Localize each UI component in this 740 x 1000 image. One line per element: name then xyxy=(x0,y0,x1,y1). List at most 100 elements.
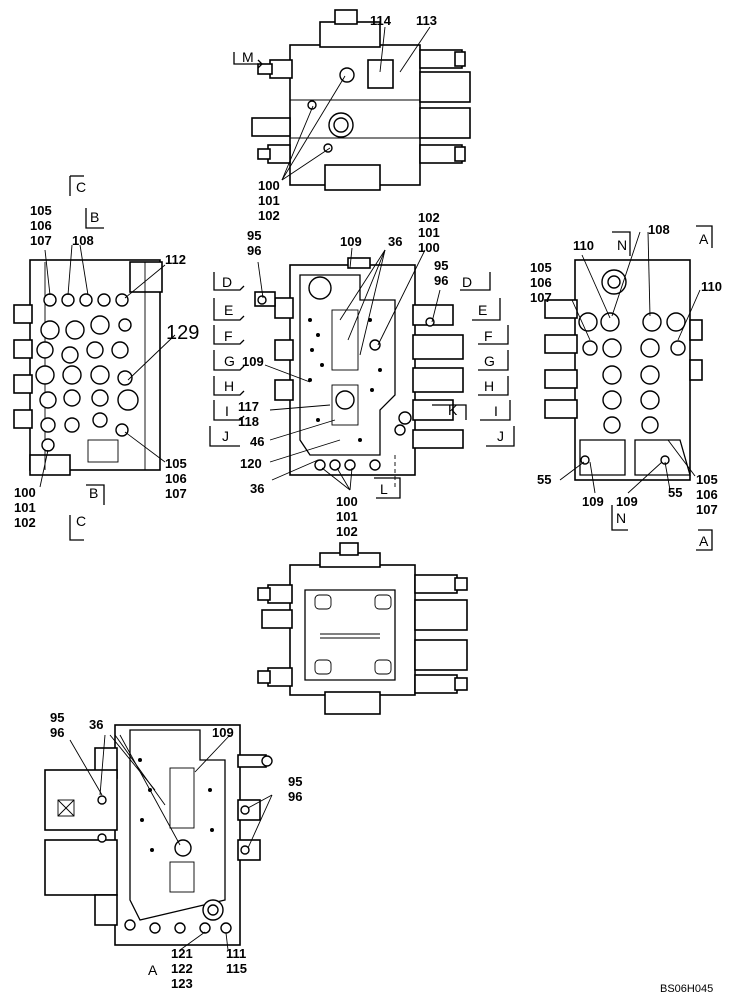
bottom-view-leaders xyxy=(69,734,273,951)
svg-text:I: I xyxy=(494,403,498,419)
callout-95: 95 xyxy=(247,228,261,243)
svg-text:M: M xyxy=(242,49,254,65)
svg-text:B: B xyxy=(89,485,98,501)
svg-text:K: K xyxy=(448,402,458,418)
section-marks-left: D E F G H I J xyxy=(209,272,245,447)
svg-text:L: L xyxy=(380,481,388,497)
callout-100d: 100 xyxy=(336,494,358,509)
callout-107r2: 107 xyxy=(696,502,718,517)
callout-106b: 106 xyxy=(165,471,187,486)
callout-102b: 102 xyxy=(14,515,36,530)
callout-55r: 55 xyxy=(668,485,682,500)
middle-view-valve xyxy=(257,542,468,715)
callout-117: 117 xyxy=(238,399,259,414)
callout-106r: 106 xyxy=(530,275,552,290)
callout-96c: 96 xyxy=(434,273,448,288)
svg-text:A: A xyxy=(699,231,709,247)
callout-110r: 110 xyxy=(701,279,722,294)
svg-text:N: N xyxy=(617,237,627,253)
section-mark-b-bottom: B xyxy=(86,484,105,505)
callout-109r2: 109 xyxy=(616,494,638,509)
callout-102d: 102 xyxy=(336,524,358,539)
svg-text:H: H xyxy=(484,378,494,394)
svg-text:D: D xyxy=(222,274,232,290)
svg-text:D: D xyxy=(462,274,472,290)
section-mark-b-top: B xyxy=(85,208,104,229)
svg-text:I: I xyxy=(225,403,229,419)
left-view-valve xyxy=(13,259,163,476)
left-view-leaders xyxy=(39,244,176,488)
callout-36c: 36 xyxy=(250,481,264,496)
view-label-a: A xyxy=(148,962,158,978)
section-mark-k: K xyxy=(432,402,467,420)
callout-113: 113 xyxy=(416,13,437,28)
callout-107: 107 xyxy=(30,233,52,248)
callout-106r2: 106 xyxy=(696,487,718,502)
callout-109c: 109 xyxy=(242,354,264,369)
svg-text:N: N xyxy=(616,510,626,526)
callout-102: 102 xyxy=(258,208,280,223)
callout-109: 109 xyxy=(340,234,362,249)
center-view-valve xyxy=(254,257,464,490)
section-mark-n-bottom: N xyxy=(611,505,628,531)
svg-text:G: G xyxy=(484,353,495,369)
callout-107r: 107 xyxy=(530,290,552,305)
callout-110: 110 xyxy=(573,238,594,253)
callout-114: 114 xyxy=(370,13,392,28)
svg-text:E: E xyxy=(478,302,487,318)
callout-106: 106 xyxy=(30,218,52,233)
svg-text:F: F xyxy=(484,328,493,344)
callout-122: 122 xyxy=(171,961,193,976)
svg-text:G: G xyxy=(224,353,235,369)
top-view-leaders xyxy=(281,26,431,181)
callout-96b: 96 xyxy=(50,725,64,740)
callout-101b: 101 xyxy=(14,500,36,515)
svg-text:C: C xyxy=(76,179,86,195)
callout-121: 121 xyxy=(171,946,193,961)
callout-107b: 107 xyxy=(165,486,187,501)
callout-115: 115 xyxy=(226,961,247,976)
callout-105r2: 105 xyxy=(696,472,718,487)
callout-95b: 95 xyxy=(50,710,64,725)
callout-123: 123 xyxy=(171,976,193,991)
callout-108r: 108 xyxy=(648,222,670,237)
section-marks-right: D E F G H I J xyxy=(460,272,515,447)
callout-100c: 100 xyxy=(418,240,440,255)
callout-95d: 95 xyxy=(288,774,302,789)
right-view-valve xyxy=(544,259,703,481)
svg-text:F: F xyxy=(224,328,233,344)
callout-109b: 109 xyxy=(212,725,234,740)
callout-96d: 96 xyxy=(288,789,302,804)
section-mark-m: M xyxy=(233,49,263,69)
callout-36b: 36 xyxy=(89,717,103,732)
callout-108: 108 xyxy=(72,233,94,248)
bottom-view-valve xyxy=(44,724,273,946)
top-view-valve xyxy=(251,9,471,191)
svg-text:J: J xyxy=(222,428,229,444)
callout-105: 105 xyxy=(30,203,52,218)
drawing-code: BS06H045 xyxy=(660,983,713,995)
section-mark-n-top: N xyxy=(612,231,631,256)
svg-text:H: H xyxy=(224,378,234,394)
callout-101c: 101 xyxy=(418,225,440,240)
callout-105r: 105 xyxy=(530,260,552,275)
svg-text:C: C xyxy=(76,513,86,529)
center-view-leaders xyxy=(257,247,441,491)
callout-55: 55 xyxy=(537,472,551,487)
section-mark-l: L xyxy=(374,477,401,499)
callout-36: 36 xyxy=(388,234,402,249)
callout-120: 120 xyxy=(240,456,262,471)
section-mark-a-bottom: A xyxy=(696,529,713,551)
right-view-leaders xyxy=(559,231,701,494)
svg-text:E: E xyxy=(224,302,233,318)
callout-129: 129 xyxy=(166,322,199,344)
callout-111: 111 xyxy=(226,946,246,961)
callout-95c: 95 xyxy=(434,258,448,273)
callout-101d: 101 xyxy=(336,509,358,524)
callout-109r: 109 xyxy=(582,494,604,509)
callout-112: 112 xyxy=(165,252,186,267)
svg-text:B: B xyxy=(90,209,99,225)
callout-102c: 102 xyxy=(418,210,440,225)
callout-96: 96 xyxy=(247,243,261,258)
